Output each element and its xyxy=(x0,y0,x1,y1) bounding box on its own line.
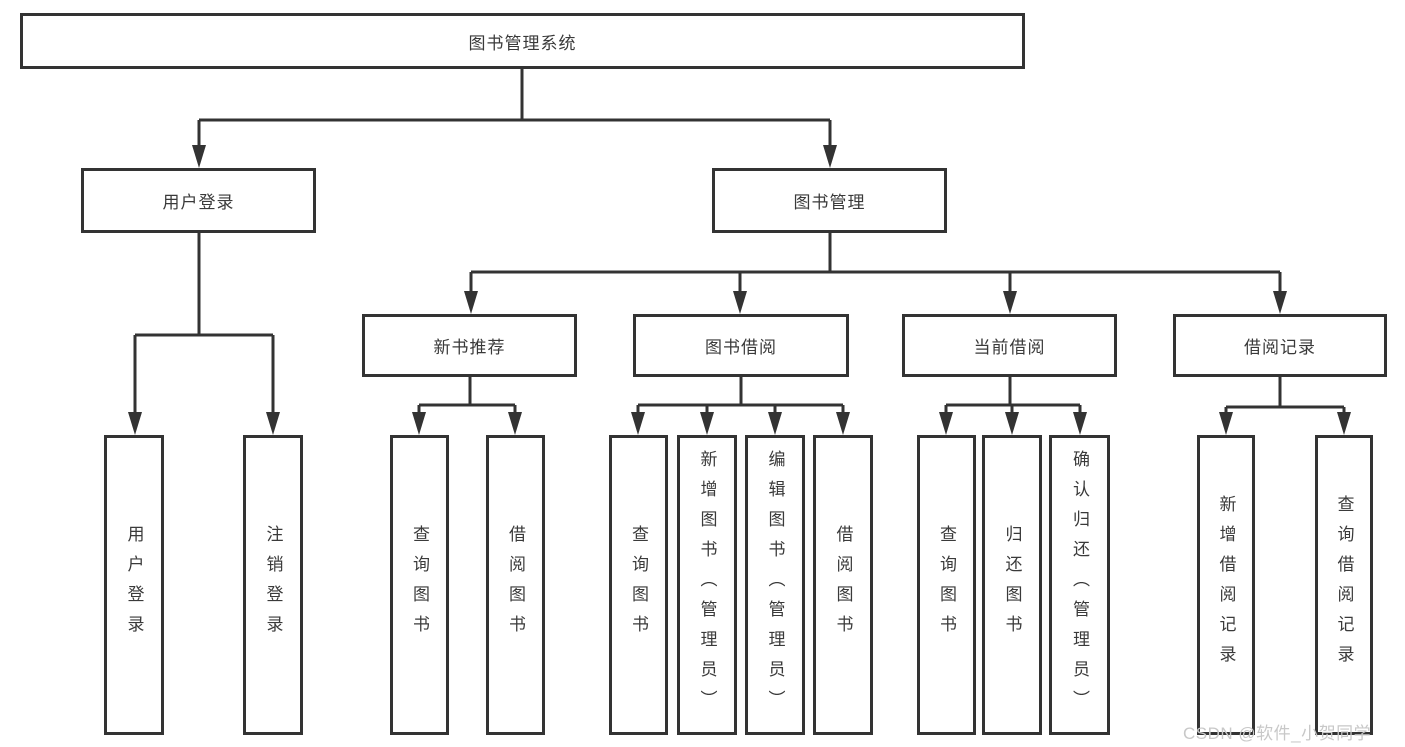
arrowhead xyxy=(1005,412,1019,435)
connector-borrow-to-leaves xyxy=(631,377,850,435)
connector-root-to-level2 xyxy=(192,69,837,168)
watermark: CSDN @软件_小贺同学 xyxy=(1183,724,1372,743)
arrowhead xyxy=(508,412,522,435)
leaf-add-book-admin: 新增图书（管理员） xyxy=(677,435,737,735)
leaf-return-books: 归还图书 xyxy=(982,435,1042,735)
leaf-borrow-books-recommend: 借阅图书 xyxy=(486,435,545,735)
leaf-add-borrow-record: 新增借阅记录 xyxy=(1197,435,1255,735)
arrowhead xyxy=(1003,291,1017,314)
connector-current-to-leaves xyxy=(939,377,1087,435)
arrowhead xyxy=(768,412,782,435)
leaf-edit-book-admin: 编辑图书（管理员） xyxy=(745,435,805,735)
arrowhead xyxy=(939,412,953,435)
arrowhead xyxy=(700,412,714,435)
arrowhead xyxy=(1219,412,1233,435)
arrowhead xyxy=(128,412,142,435)
node-borrow-records: 借阅记录 xyxy=(1173,314,1387,377)
leaf-borrow-books: 借阅图书 xyxy=(813,435,873,735)
arrowhead xyxy=(733,291,747,314)
connector-user-login-to-leaves xyxy=(128,233,280,435)
leaf-confirm-return-admin: 确认归还（管理员） xyxy=(1049,435,1110,735)
node-user-login: 用户登录 xyxy=(81,168,316,233)
leaf-query-borrow-record: 查询借阅记录 xyxy=(1315,435,1373,735)
leaf-query-books-current: 查询图书 xyxy=(917,435,976,735)
node-book-borrow: 图书借阅 xyxy=(633,314,849,377)
connector-records-to-leaves xyxy=(1219,377,1351,435)
leaf-query-books-recommend: 查询图书 xyxy=(390,435,449,735)
leaf-query-books-borrow: 查询图书 xyxy=(609,435,668,735)
arrowhead xyxy=(192,145,206,168)
arrowhead xyxy=(823,145,837,168)
node-current-borrow: 当前借阅 xyxy=(902,314,1117,377)
node-root: 图书管理系统 xyxy=(20,13,1025,69)
arrowhead xyxy=(1073,412,1087,435)
connector-book-management-to-level3 xyxy=(464,233,1287,314)
arrowhead xyxy=(412,412,426,435)
arrowhead xyxy=(836,412,850,435)
leaf-logout: 注销登录 xyxy=(243,435,303,735)
arrowhead xyxy=(1337,412,1351,435)
arrowhead xyxy=(1273,291,1287,314)
node-book-management: 图书管理 xyxy=(712,168,947,233)
arrowhead xyxy=(266,412,280,435)
leaf-user-login: 用户登录 xyxy=(104,435,164,735)
arrowhead xyxy=(631,412,645,435)
arrowhead xyxy=(464,291,478,314)
connector-recommend-to-leaves xyxy=(412,377,522,435)
node-new-book-recommend: 新书推荐 xyxy=(362,314,577,377)
